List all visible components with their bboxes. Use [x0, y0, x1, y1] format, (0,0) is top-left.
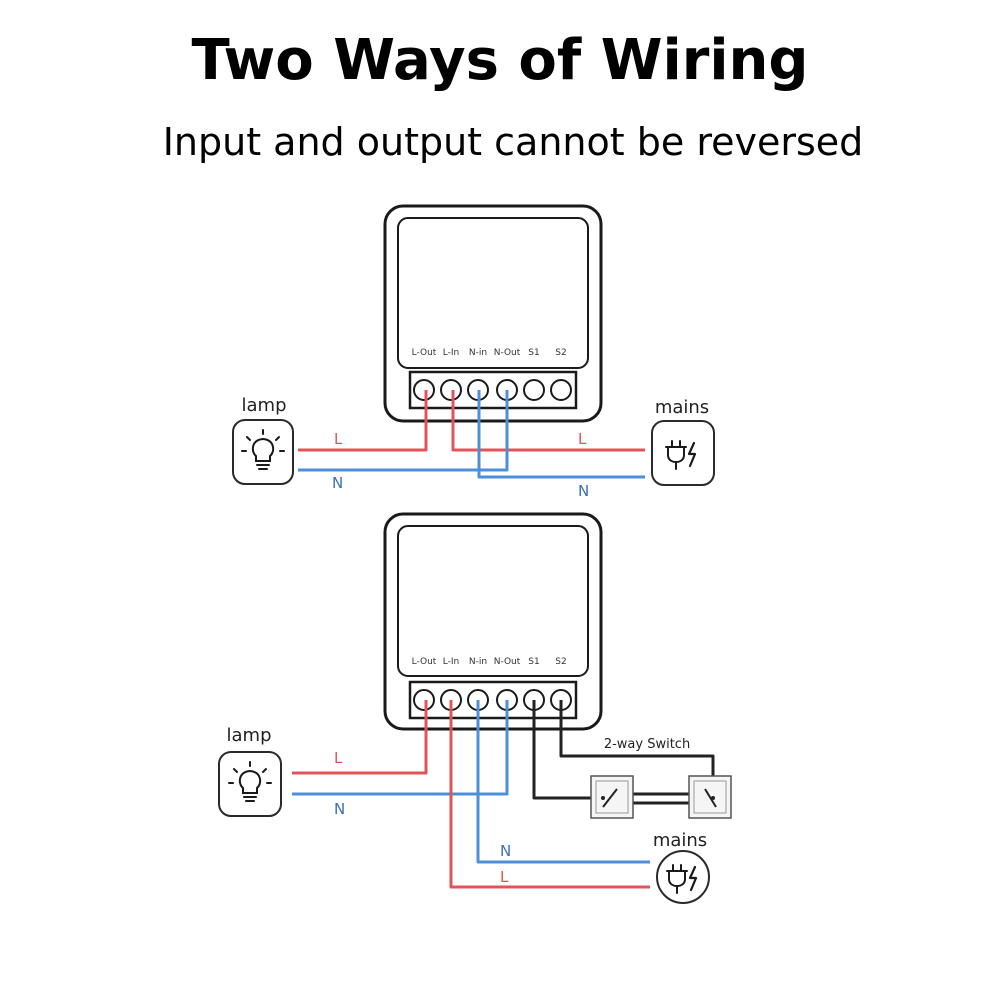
terminal-label: S2 — [555, 348, 566, 358]
diagram-one: L-Out L-In N-in N-Out S1 S2 L N L N la — [232, 204, 715, 500]
terminal-block — [408, 680, 578, 720]
terminal-label: S2 — [555, 657, 566, 667]
neutral-wire-mains — [476, 700, 650, 864]
terminal-screw — [413, 379, 435, 401]
neutral-label: N — [500, 842, 511, 860]
diagram-two: L-Out L-In N-in N-Out S1 S2 L — [218, 512, 732, 904]
bulb-icon — [241, 429, 285, 470]
live-wire-lamp — [292, 700, 428, 775]
live-label: L — [578, 430, 587, 448]
terminal-label: S1 — [528, 348, 539, 358]
terminal-label: L-In — [443, 348, 459, 358]
live-label: L — [334, 430, 343, 448]
two-way-switch-left — [590, 775, 634, 819]
page-subtitle: Input and output cannot be reversed — [162, 120, 864, 164]
bulb-icon — [228, 761, 272, 802]
terminal-block — [408, 370, 578, 410]
live-wire-mains — [449, 700, 650, 889]
plug-power-icon — [666, 864, 698, 894]
lamp-box — [218, 751, 282, 817]
terminal-screw — [523, 379, 545, 401]
lamp-label: lamp — [227, 725, 272, 746]
live-label: L — [500, 868, 509, 886]
terminal-label: N-Out — [494, 348, 521, 358]
lamp-label: lamp — [242, 395, 287, 416]
neutral-wire-lamp — [298, 390, 509, 472]
neutral-wire-lamp — [292, 700, 509, 796]
terminal-label: N-Out — [494, 657, 521, 667]
terminal-screw — [550, 379, 572, 401]
relay-module-face — [397, 525, 589, 677]
relay-module-face — [397, 217, 589, 369]
live-wire-mains — [451, 390, 645, 452]
two-way-switch-label: 2-way Switch — [604, 737, 690, 752]
terminal-label: L-In — [443, 657, 459, 667]
terminal-label: N-in — [469, 348, 487, 358]
terminal-screws — [413, 689, 572, 711]
terminal-label: N-in — [469, 657, 487, 667]
neutral-wire-mains — [477, 390, 645, 479]
page-title: Two Ways of Wiring — [191, 28, 809, 93]
neutral-label: N — [332, 474, 343, 492]
mains-label: mains — [655, 397, 709, 418]
terminal-label: L-Out — [412, 657, 437, 667]
switch-wire-s1 — [532, 700, 603, 800]
terminal-label: L-Out — [412, 348, 437, 358]
terminal-label: S1 — [528, 657, 539, 667]
plug-power-icon — [665, 440, 697, 470]
terminal-labels: L-Out L-In N-in N-Out S1 S2 — [412, 657, 567, 667]
lamp-box — [232, 419, 294, 485]
live-label: L — [334, 749, 343, 767]
terminal-screw — [440, 379, 462, 401]
terminal-screw — [413, 689, 435, 711]
mains-box — [656, 850, 710, 904]
live-wire-lamp — [298, 390, 428, 452]
mains-label: mains — [653, 830, 707, 851]
mains-box — [651, 420, 715, 486]
two-way-switch-right — [688, 775, 732, 819]
neutral-label: N — [578, 482, 589, 500]
terminal-labels: L-Out L-In N-in N-Out S1 S2 — [412, 348, 567, 358]
neutral-label: N — [334, 800, 345, 818]
